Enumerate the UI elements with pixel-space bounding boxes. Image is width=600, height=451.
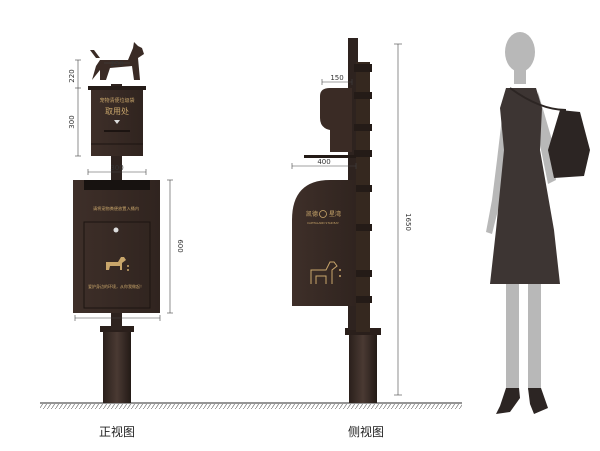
brand-sub: CAPITALAND STAR BAY: [307, 221, 339, 225]
bin-badge-icon: [113, 227, 119, 233]
bin-bottom-text: 爱护身边的环境，从你我做起！: [88, 283, 144, 289]
caption-side-view: 侧视图: [348, 424, 384, 439]
bin-door: [83, 221, 151, 309]
figure-dress: [490, 88, 560, 284]
front-dimensions: [74, 59, 173, 321]
side-base-column: [349, 334, 377, 403]
dim-total-height: 1650: [404, 213, 412, 231]
waste-bin-side: [292, 180, 356, 306]
brand-right: 星湾: [329, 210, 341, 218]
dim-bin-height: 600: [176, 239, 184, 252]
dim-box-height: 300: [68, 115, 76, 128]
brand-logo-icon: [319, 210, 327, 218]
dog-silhouette-icon: [90, 42, 144, 80]
arrow-down-icon: [114, 120, 120, 124]
side-view: 凯德 星湾 CAPITALAND STAR BAY 150 400 1650 侧…: [291, 38, 412, 439]
front-view: 宠物清便垃圾袋 取用处 请将宠物粪便放置入桶内 爱护身边的环境，从你我做起！: [68, 42, 184, 439]
bag-box-line2: 取用处: [105, 106, 129, 116]
side-dimensions: [291, 43, 402, 396]
brand-left: 凯德: [306, 210, 318, 218]
dog-icon: [106, 257, 126, 270]
ground-line: [40, 402, 462, 409]
dim-dog-width: 250: [110, 60, 123, 68]
dim-top-box-depth: 150: [330, 74, 343, 82]
figure-head: [505, 32, 535, 72]
caption-front-view: 正视图: [99, 424, 135, 439]
bin-top-text: 请将宠物粪便放置入桶内: [93, 205, 139, 212]
waste-bin-front: [73, 180, 160, 313]
dim-bin-depth: 400: [317, 158, 330, 166]
bag-dispenser-side: [320, 88, 352, 152]
pole-clamps: [354, 64, 372, 303]
dog-outline-icon: [310, 261, 338, 284]
bag-box-line1: 宠物清便垃圾袋: [99, 97, 134, 104]
dim-dog-height: 220: [68, 69, 76, 82]
human-scale-figure: [486, 32, 590, 414]
figure-handbag: [548, 110, 590, 178]
front-base-column: [103, 330, 131, 403]
dim-bin-width: 300: [110, 164, 123, 172]
